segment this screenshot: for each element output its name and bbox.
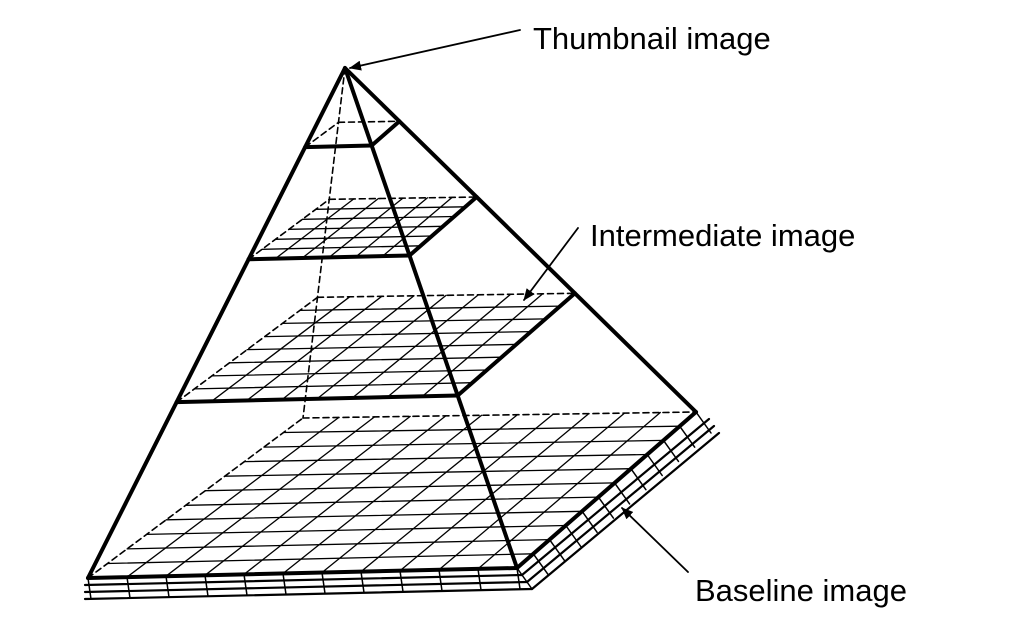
intermediate-grid-line: [264, 330, 532, 338]
baseline-grid-line: [145, 524, 567, 536]
baseline-stack-tick: [548, 538, 566, 562]
intermediate-grid-line: [421, 293, 544, 397]
level-2-grid-line: [301, 215, 455, 220]
baseline-grid-line: [204, 482, 616, 492]
thumbnail-image-label: Thumbnail image: [533, 21, 771, 56]
baseline-grid-line: [165, 416, 376, 577]
baseline-stack-tick: [126, 576, 131, 599]
baseline-stack-tick: [630, 467, 647, 491]
baseline-stack-tick: [613, 482, 631, 505]
callout-arrows: [349, 29, 689, 573]
baseline-stack-tick: [204, 574, 209, 598]
baseline-grid-line: [282, 425, 681, 434]
intermediate-arrow: [523, 227, 579, 301]
baseline-grid-line: [126, 538, 551, 550]
baseline-grid-line: [263, 439, 665, 448]
baseline-back-edge: [302, 411, 697, 419]
baseline-stack-tick: [438, 569, 443, 592]
baseline-stack-tick: [581, 510, 598, 534]
baseline-stack-tick: [565, 524, 582, 548]
baseline-stack-tick: [662, 439, 680, 463]
pyramid-edges: [86, 66, 698, 580]
level-2-back-edge: [328, 196, 478, 201]
baseline-stack-tick: [678, 425, 696, 448]
pyramid-hidden-edge: [302, 67, 346, 419]
baseline-grid-line: [126, 416, 340, 578]
baseline-stack-tick: [360, 570, 365, 594]
baseline-stack-tick: [282, 572, 287, 596]
baseline-grid-line: [243, 415, 447, 576]
level-2-front-edge: [246, 253, 412, 262]
baseline-layer-edge: [83, 573, 524, 587]
intermediate-front-edge: [174, 393, 460, 405]
baseline-stack-tick: [695, 411, 712, 434]
baseline-grid-line: [106, 553, 534, 565]
thumbnail-arrow: [349, 29, 521, 71]
pyramid-edge-right: [343, 66, 698, 414]
baseline-stack-tick: [477, 568, 482, 591]
thumbnail-right-edge: [369, 119, 402, 148]
pyramid-edge-front: [343, 66, 519, 570]
baseline-grid-line: [165, 510, 583, 521]
baseline-stack-tick: [597, 496, 615, 519]
level-2-right-edge: [407, 195, 479, 258]
baseline-stack-tick: [87, 577, 92, 600]
baseline-grid-line: [321, 414, 519, 574]
intermediate-grid-line: [351, 294, 480, 399]
baseline-grid-line: [399, 412, 590, 572]
baseline-grid-line: [224, 468, 632, 477]
baseline-grid-line: [438, 412, 626, 571]
baseline-grid-line: [185, 496, 600, 506]
thumbnail-front-edge: [303, 143, 374, 150]
thumbnail-left-edge: [304, 121, 340, 148]
baseline-image-label: Baseline image: [695, 573, 907, 608]
baseline-left-edge: [87, 417, 304, 579]
intermediate-left-edge: [175, 296, 319, 403]
baseline-grid-line: [282, 414, 483, 575]
level-2-grid-line: [288, 225, 444, 230]
baseline-grid-line: [204, 415, 411, 576]
pyramid-edge-left: [86, 66, 347, 580]
intermediate-grid-line: [281, 318, 547, 325]
intermediate-grid-line: [299, 305, 561, 312]
thumbnail-back-edge: [337, 120, 401, 124]
baseline-stack-tick: [165, 575, 170, 598]
grid-lines: [87, 120, 697, 579]
baseline-grid-line: [360, 413, 554, 573]
baseline-stack-tick: [243, 573, 248, 597]
baseline-grid-line: [243, 453, 648, 463]
baseline-stack-tick: [399, 569, 404, 593]
baseline-stack-tick: [646, 453, 663, 477]
baseline-stack-tick: [532, 553, 550, 576]
baseline-layer-edge: [83, 587, 534, 601]
baseline-layer-edge: [83, 580, 529, 594]
intermediate-image-label: Intermediate image: [590, 218, 856, 253]
baseline-stack-tick: [516, 567, 533, 590]
level-2-left-edge: [247, 198, 331, 261]
level-2-grid-line: [315, 206, 467, 210]
baseline-layer-edge: [520, 417, 711, 577]
baseline-layer-edge: [525, 424, 716, 584]
intermediate-grid-line: [246, 343, 517, 351]
intermediate-grid-line: [386, 293, 512, 398]
intermediate-right-edge: [455, 291, 577, 398]
baseline-arrow: [621, 507, 689, 573]
baseline-stack-tick: [516, 567, 521, 590]
baseline-right-edge: [515, 410, 698, 570]
baseline-front-edge: [86, 566, 519, 580]
baseline-stack-tick: [321, 571, 326, 595]
